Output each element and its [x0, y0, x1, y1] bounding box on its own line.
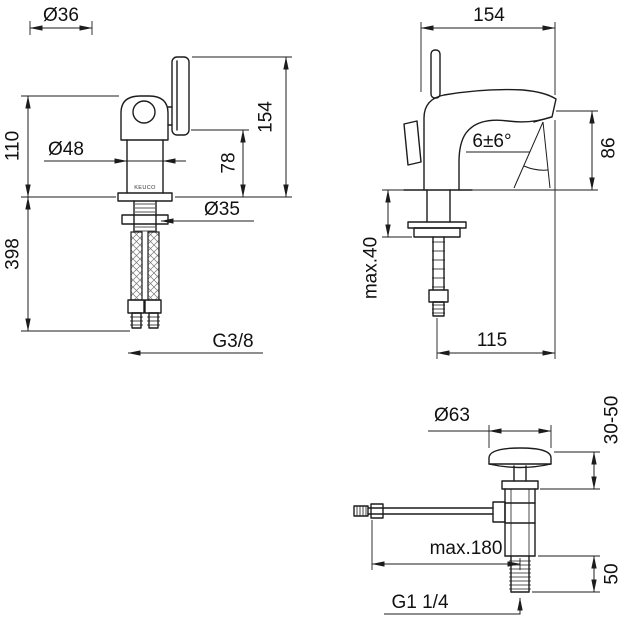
hose-thread-label: G3/8	[212, 331, 253, 352]
supply-hoses	[127, 231, 162, 329]
front-view-faucet-outline: KEUCO	[117, 56, 190, 202]
side-lever	[403, 120, 422, 166]
dim-outlet-height-78: 78	[219, 152, 240, 173]
dim-projection-115: 115	[477, 330, 507, 351]
spray-angle-label: 6±6°	[472, 131, 511, 152]
front-view: KEUCO Ø36	[3, 5, 292, 356]
rod-housing	[492, 501, 506, 523]
waste-flange	[501, 480, 539, 490]
side-view-dimensions: 154 6±6° 86 max.40 115	[361, 5, 620, 359]
handle-lever	[171, 56, 190, 136]
front-view-dimensions: Ø36 110 Ø48 78 154	[3, 5, 292, 356]
spout-profile	[423, 88, 557, 191]
dim-handle-diameter: Ø36	[43, 5, 79, 26]
front-view-mounting-shank	[121, 200, 169, 233]
drain-plug-cap	[488, 447, 552, 465]
drain-view-dimensions: Ø63 30-50 max.180 50	[371, 396, 623, 615]
dim-rod-length-max180: max.180	[430, 538, 503, 559]
waste-thread-label: G1 1/4	[391, 592, 448, 613]
supply-hose-left	[130, 231, 143, 301]
spray-angle-lines	[466, 121, 551, 189]
supply-hose-right	[147, 231, 160, 301]
faucet-body-cap	[120, 95, 169, 141]
dim-deck-thickness-max40: max.40	[361, 237, 382, 299]
side-view: 154 6±6° 86 max.40 115	[361, 5, 620, 359]
dim-total-height-154: 154	[256, 101, 277, 133]
faucet-side-profile	[403, 49, 557, 191]
drain-assembly-outline	[353, 447, 552, 593]
base-plate	[117, 192, 173, 202]
dim-depth-154: 154	[473, 5, 505, 26]
dim-outlet-height-86: 86	[599, 137, 620, 158]
dim-adjust-range-30-50: 30-50	[602, 396, 623, 445]
dim-shank-diameter-35: Ø35	[204, 199, 240, 220]
dim-body-diameter-48: Ø48	[48, 139, 84, 160]
dim-hose-length-398: 398	[3, 238, 24, 270]
dim-spout-height-110: 110	[3, 131, 24, 161]
mounting-washer	[121, 214, 169, 225]
dim-tailpiece-50: 50	[602, 563, 623, 584]
pop-up-rod	[353, 503, 494, 519]
brand-logo: KEUCO	[134, 185, 156, 191]
drain-view: Ø63 30-50 max.180 50	[353, 396, 623, 615]
dim-plug-diameter-63: Ø63	[434, 405, 470, 426]
handle-lever-side	[430, 49, 441, 99]
side-view-mounting	[407, 189, 467, 317]
cartridge-circle	[132, 100, 156, 124]
